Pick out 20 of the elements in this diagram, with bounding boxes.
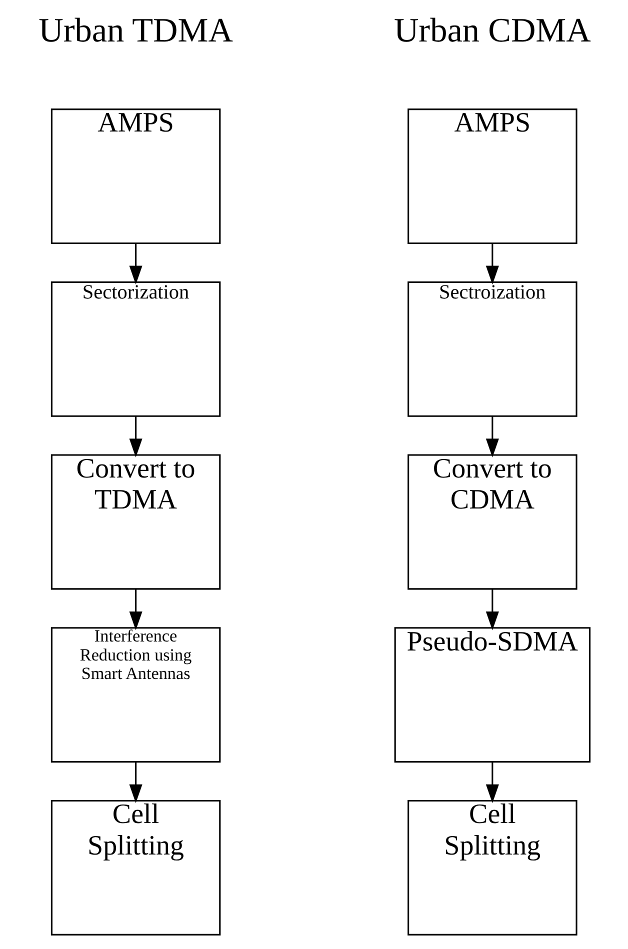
arrow (485, 243, 498, 284)
node-box: Convert to CDMA (407, 454, 577, 590)
arrow (128, 416, 142, 458)
arrow (128, 243, 142, 284)
arrow (485, 589, 498, 630)
arrow (128, 589, 142, 630)
node-box: Interference Reduction using Smart Antennas (50, 627, 220, 763)
node-box: Cell Splitting (50, 800, 220, 936)
node-box: AMPS (50, 108, 220, 244)
arrow (485, 416, 498, 458)
node-box: Sectorization (50, 281, 220, 417)
node-box: Convert to TDMA (50, 454, 220, 590)
node-box: Cell Splitting (407, 800, 577, 936)
node-box: Sectroization (407, 281, 577, 417)
label: Urban TDMA (38, 12, 232, 50)
arrow (485, 762, 498, 804)
label: Urban CDMA (393, 12, 590, 50)
arrow (128, 762, 142, 804)
node-box: Pseudo-SDMA (394, 627, 590, 763)
node-box: AMPS (407, 108, 577, 244)
